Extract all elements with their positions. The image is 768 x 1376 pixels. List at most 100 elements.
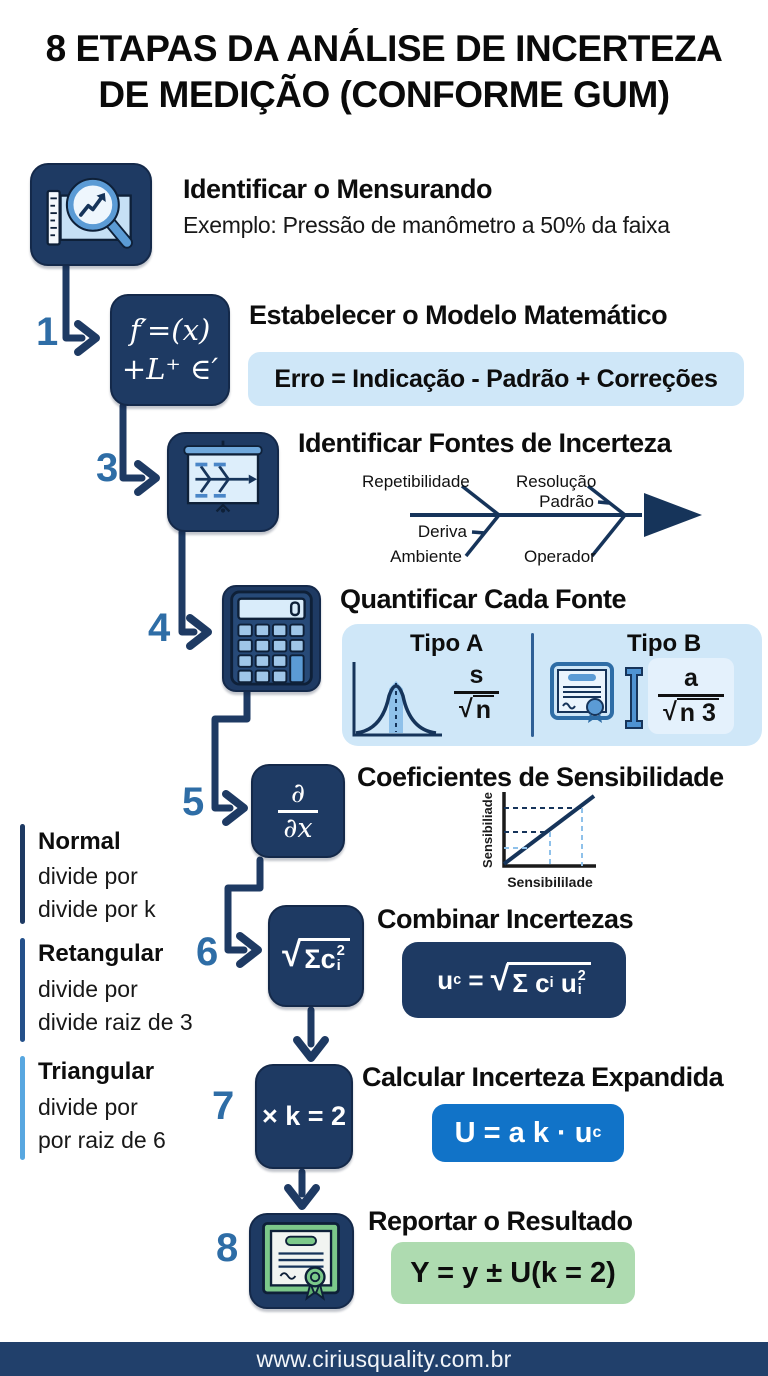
formula6-radical: √: [490, 959, 510, 998]
arrowhead-step3: [134, 460, 160, 496]
fishbone-label-operador: Operador: [524, 547, 596, 566]
note-triangular-bar: [20, 1056, 25, 1160]
note-normal-line2: divide por k: [38, 896, 156, 922]
step8-icon-tile: [249, 1213, 354, 1309]
step5-title: Coeficientes de Sensibilidade: [357, 762, 724, 792]
step7-number: 7: [212, 1084, 235, 1128]
formula6-body1: Σ c: [512, 967, 550, 998]
step3-number: 3: [96, 446, 119, 490]
fishbone-arrowhead: [644, 493, 702, 537]
step7-icon-tile: × k = 2: [255, 1064, 353, 1169]
step4-number: 4: [148, 606, 171, 650]
sensitivity-graph: Sensibililade Sensibiliade: [480, 792, 596, 890]
note-triangular-line1: divide por: [38, 1094, 138, 1120]
step2-icon-tile: f′=(x) +L⁺ ∈′: [110, 294, 230, 406]
step8-title: Reportar o Resultado: [368, 1206, 633, 1236]
arrowhead-step2: [74, 320, 100, 356]
formula6-base: u: [437, 964, 454, 995]
footer-url: www.ciriusquality.com.br: [256, 1345, 512, 1372]
page-title-line1: 8 ETAPAS DA ANÁLISE DE INCERTEZA: [45, 28, 723, 69]
formula7-sub: c: [592, 1124, 602, 1142]
fishbone-label-ambiente: Ambiente: [390, 547, 462, 566]
tipo-b-radical: √: [663, 697, 677, 726]
step2-number: 1: [36, 310, 59, 354]
step2-icon-line1: f′=(x): [129, 312, 211, 347]
footer-bar: www.ciriusquality.com.br: [0, 1342, 768, 1376]
step6-number: 6: [196, 930, 219, 974]
formula6-body2-sub: i: [577, 982, 582, 998]
step4-title: Quantificar Cada Fonte: [340, 584, 627, 614]
magnifier-chart-icon: [46, 177, 133, 249]
fishbone-diagram: Repetibilidade Resolução Padrão Deriva A…: [362, 472, 702, 566]
type-a-b-panel: Tipo A Tipo B s √n: [342, 624, 762, 746]
arrowhead-step8: [284, 1184, 320, 1210]
step2-title: Estabelecer o Modelo Matemático: [249, 300, 668, 330]
step4-icon-tile: [222, 585, 321, 692]
tipo-b-formula: a √n 3: [658, 664, 724, 728]
formula6-equals: =: [461, 964, 491, 995]
step6-icon-body: Σc: [304, 943, 336, 974]
tipo-b-label: Tipo B: [627, 630, 702, 657]
note-retangular-bar: [20, 938, 25, 1042]
math-model-icon: f′=(x) +L⁺ ∈′: [122, 311, 218, 389]
formula6-body2-sup: 2: [577, 967, 586, 984]
fishbone-label-deriva: Deriva: [418, 522, 468, 541]
tipo-a-numerator: s: [469, 661, 484, 689]
step7-title: Calcular Incerteza Expandida: [362, 1062, 724, 1092]
tipo-b-formula-bg: a √n 3: [648, 658, 734, 734]
page-title: 8 ETAPAS DA ANÁLISE DE INCERTEZA DE MEDI…: [0, 26, 768, 119]
formula6-body1-sub: i: [549, 974, 554, 991]
tipo-a-formula: s √n: [454, 661, 500, 725]
tipo-a-radicand: n: [472, 694, 495, 725]
fishbone-board-icon: [183, 440, 263, 513]
note-normal-line1: divide por: [38, 863, 138, 889]
tipo-b-numerator: a: [684, 664, 698, 692]
note-retangular-line2: divide raiz de 3: [38, 1009, 193, 1035]
fishbone-label-resolucao: Resolução: [516, 472, 596, 491]
step2-icon-line2: +L⁺ ∈′: [121, 352, 219, 386]
note-retangular-line1: divide por: [38, 976, 138, 1002]
step5-icon-denominator: ∂x: [278, 809, 318, 844]
coverage-factor-icon: × k = 2: [261, 1101, 347, 1131]
step6-title: Combinar Incertezas: [377, 904, 634, 934]
formula6-base-sub: c: [453, 971, 462, 988]
arrowhead-step6: [236, 932, 262, 968]
fishbone-label-padrao: Padrão: [539, 492, 594, 511]
step5-icon-numerator: ∂: [291, 777, 305, 809]
step3-icon-tile: [167, 432, 279, 532]
step6-icon-sup: 2: [336, 943, 345, 960]
certificate-icon: [262, 1222, 340, 1301]
step8-number: 8: [216, 1226, 239, 1270]
tipo-a-radical: √: [459, 694, 473, 723]
tipo-b-radicand: n 3: [676, 697, 719, 728]
arrowhead-step4: [186, 614, 212, 650]
calculator-icon: [230, 590, 313, 686]
step1-icon-tile: [30, 163, 152, 266]
arrowhead-step5: [222, 790, 248, 826]
step5-number: 5: [182, 780, 205, 824]
step6-icon-radical: √: [282, 935, 302, 974]
note-normal-title: Normal: [38, 828, 121, 855]
formula6-body2: u: [553, 967, 577, 998]
note-normal-bar: [20, 824, 25, 924]
graph-x-label: Sensibililade: [507, 874, 593, 890]
step1-subtitle: Exemplo: Pressão de manômetro a 50% da f…: [183, 212, 670, 238]
tipo-a-label: Tipo A: [410, 630, 484, 657]
page-title-line2: DE MEDIÇÃO (CONFORME GUM): [98, 74, 670, 116]
formula7-main: U = a k · u: [454, 1116, 593, 1149]
graph-y-label: Sensibiliade: [480, 792, 495, 868]
step5-icon-tile: ∂ ∂x: [251, 764, 345, 858]
arrowhead-step7: [293, 1036, 329, 1062]
fishbone-label-repetibilidade: Repetibilidade: [362, 472, 470, 491]
certificate-small-icon: [550, 662, 614, 723]
normal-distribution-icon: [352, 662, 442, 737]
rectangular-bar-icon: [625, 667, 643, 729]
step3-title: Identificar Fontes de Incerteza: [298, 428, 672, 458]
note-triangular-line2: por raiz de 6: [38, 1127, 166, 1153]
step2-formula-badge: Erro = Indicação - Padrão + Correções: [248, 352, 744, 406]
